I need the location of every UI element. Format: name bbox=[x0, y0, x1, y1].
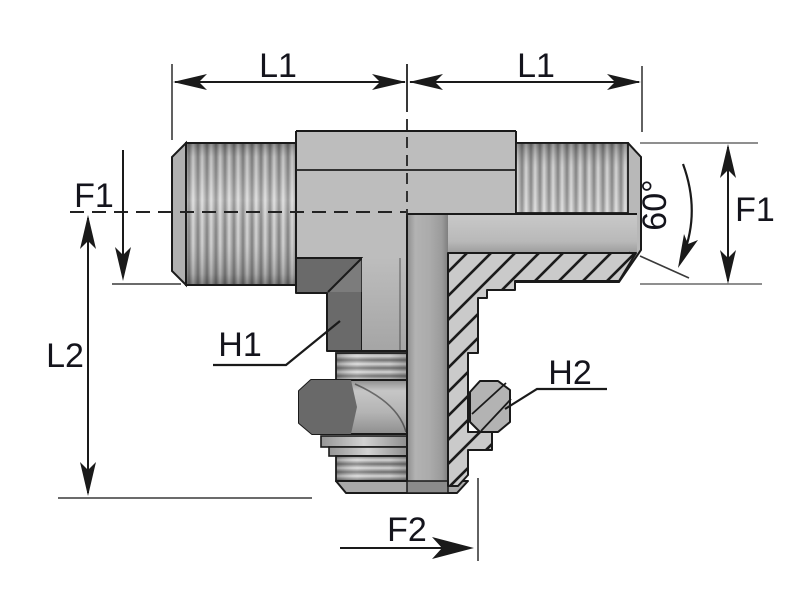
right-thread-shading bbox=[515, 142, 629, 214]
label-h2: H2 bbox=[548, 354, 591, 392]
dim-f1-right: F1 bbox=[640, 142, 775, 285]
dim-l1-right: L1 bbox=[409, 47, 643, 132]
dim-angle-60: 60° bbox=[636, 163, 698, 279]
h2-locknut-body bbox=[469, 380, 511, 433]
bottom-stud-external bbox=[295, 257, 469, 494]
l1-left-arrow-west bbox=[173, 74, 207, 90]
dim-f2: F2 bbox=[340, 478, 479, 561]
h2-locknut-facet-edge-2 bbox=[480, 398, 512, 432]
leader-h1: H1 bbox=[213, 320, 341, 367]
dim-l1-left: L1 bbox=[171, 47, 406, 140]
h2-locknut bbox=[469, 380, 512, 433]
left-thread-end-face bbox=[171, 140, 187, 288]
l2-arrow-down bbox=[80, 462, 96, 496]
bottom-stud-bore bbox=[406, 214, 449, 494]
l1-right-arrow-west bbox=[409, 74, 443, 90]
f1-left-arrow-down bbox=[115, 247, 131, 281]
f1-right-arrow-up bbox=[720, 144, 736, 178]
label-f2: F2 bbox=[387, 511, 427, 549]
bore-column bbox=[407, 215, 448, 481]
hatched-wall bbox=[447, 252, 637, 487]
dim-f1-left: F1 bbox=[74, 150, 181, 285]
h2-locknut-facet-edge-1 bbox=[471, 382, 507, 415]
section-hatching bbox=[447, 252, 637, 487]
left-male-thread bbox=[171, 140, 297, 288]
l1-left-arrow-east bbox=[372, 74, 406, 90]
locknut-facet-curve bbox=[354, 383, 407, 433]
washer-lower bbox=[328, 446, 408, 457]
f2-arrow-east bbox=[432, 537, 474, 559]
label-h1: H1 bbox=[218, 326, 261, 364]
label-l1-right: L1 bbox=[517, 47, 555, 85]
fitting-body bbox=[171, 130, 642, 494]
centerlines bbox=[70, 64, 408, 216]
leader-h2: H2 bbox=[504, 354, 607, 410]
f1-right-arrow-down bbox=[720, 250, 736, 284]
locknut-dark-facet bbox=[299, 380, 357, 434]
center-body-fill bbox=[296, 131, 516, 258]
bore-end-dark bbox=[406, 480, 449, 494]
stud-thread-upper-shading bbox=[335, 352, 408, 381]
label-f1-right: F1 bbox=[735, 191, 775, 229]
label-f1-left: F1 bbox=[74, 177, 114, 215]
stud-thread-lower-shading bbox=[335, 455, 408, 482]
label-l2: L2 bbox=[46, 337, 84, 375]
label-l1-left: L1 bbox=[259, 47, 297, 85]
h2-leader-line bbox=[504, 387, 607, 410]
l1-right-arrow-east bbox=[607, 74, 641, 90]
right-bore-wall bbox=[407, 214, 637, 253]
chamfer-extension-line bbox=[639, 255, 690, 279]
hex-h1-front-face bbox=[362, 258, 407, 351]
washer-upper bbox=[320, 435, 408, 448]
l2-arrow-up bbox=[80, 215, 96, 249]
hex-h1-chamfer-edge bbox=[327, 257, 363, 293]
left-thread-shading bbox=[185, 142, 297, 286]
angle-arc-arrow bbox=[678, 234, 698, 268]
dim-l2: L2 bbox=[46, 215, 312, 499]
label-angle-60: 60° bbox=[636, 179, 674, 230]
h1-leader-line bbox=[213, 320, 341, 367]
right-male-thread bbox=[406, 142, 642, 283]
